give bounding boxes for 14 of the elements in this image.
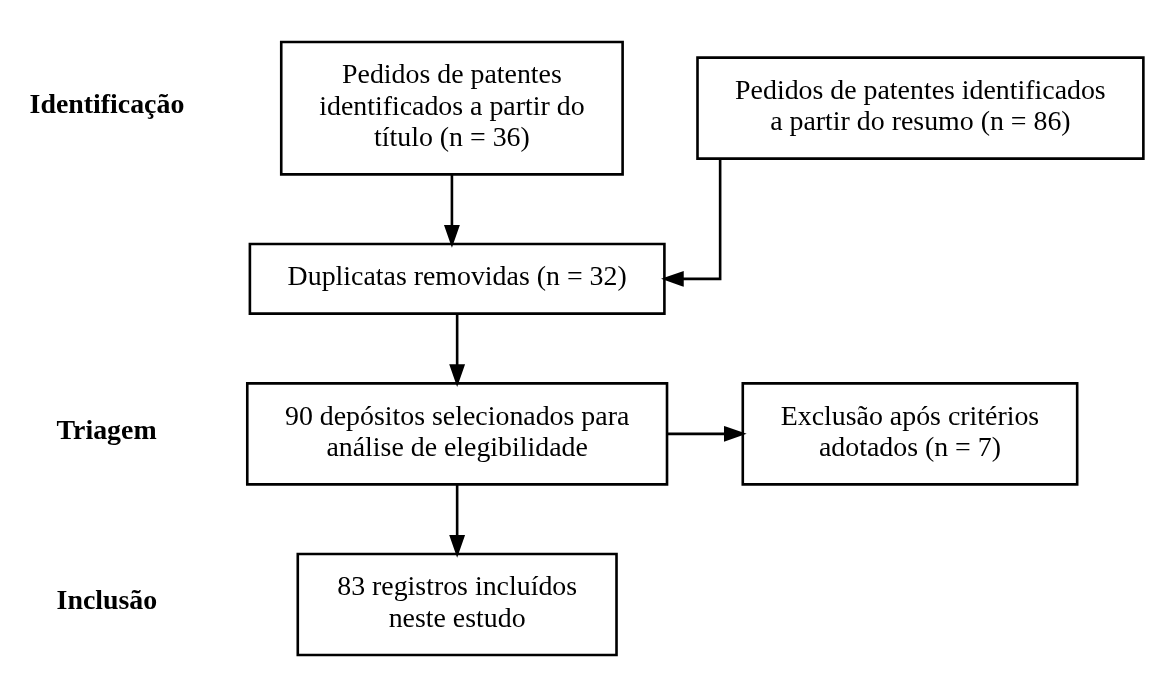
node-box: Duplicatas removidas (n = 32)	[248, 242, 666, 315]
label: Identificação	[29, 87, 185, 119]
arrow	[449, 313, 466, 387]
arrow	[667, 425, 747, 442]
label: Triagem	[56, 413, 157, 445]
arrow	[444, 174, 460, 248]
arrow	[449, 484, 466, 558]
node-box: Exclusão após critérios adotados (n = 7)	[741, 381, 1079, 486]
node-box: 83 registros incluídos neste estudo	[296, 552, 618, 656]
arrow	[661, 158, 722, 287]
node-box: Pedidos de patentes identificados a partir do título (n = 36)	[279, 40, 624, 176]
node-box: 90 depósitos selecionados para análise de elegibilidade	[245, 381, 669, 486]
node-box: Pedidos de patentes identificados a partir do resumo (n = 86)	[696, 55, 1145, 160]
label: Inclusão	[56, 583, 158, 615]
